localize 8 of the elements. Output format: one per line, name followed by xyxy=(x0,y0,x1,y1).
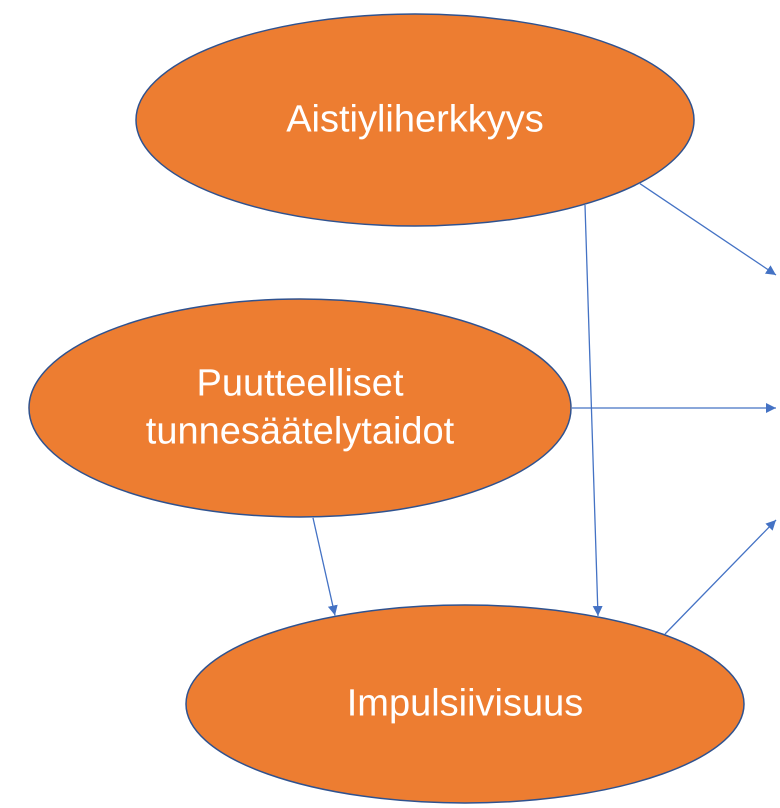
arrow xyxy=(584,205,603,616)
arrow xyxy=(572,403,776,413)
arrow xyxy=(312,518,338,616)
node-label: Aistiyliherkkyys xyxy=(285,97,545,142)
arrow xyxy=(640,183,776,276)
node-label: Impulsiivisuus xyxy=(346,681,584,726)
arrow xyxy=(664,520,776,634)
node-label: Puutteelliset tunnesäätelytaidot xyxy=(144,362,456,454)
